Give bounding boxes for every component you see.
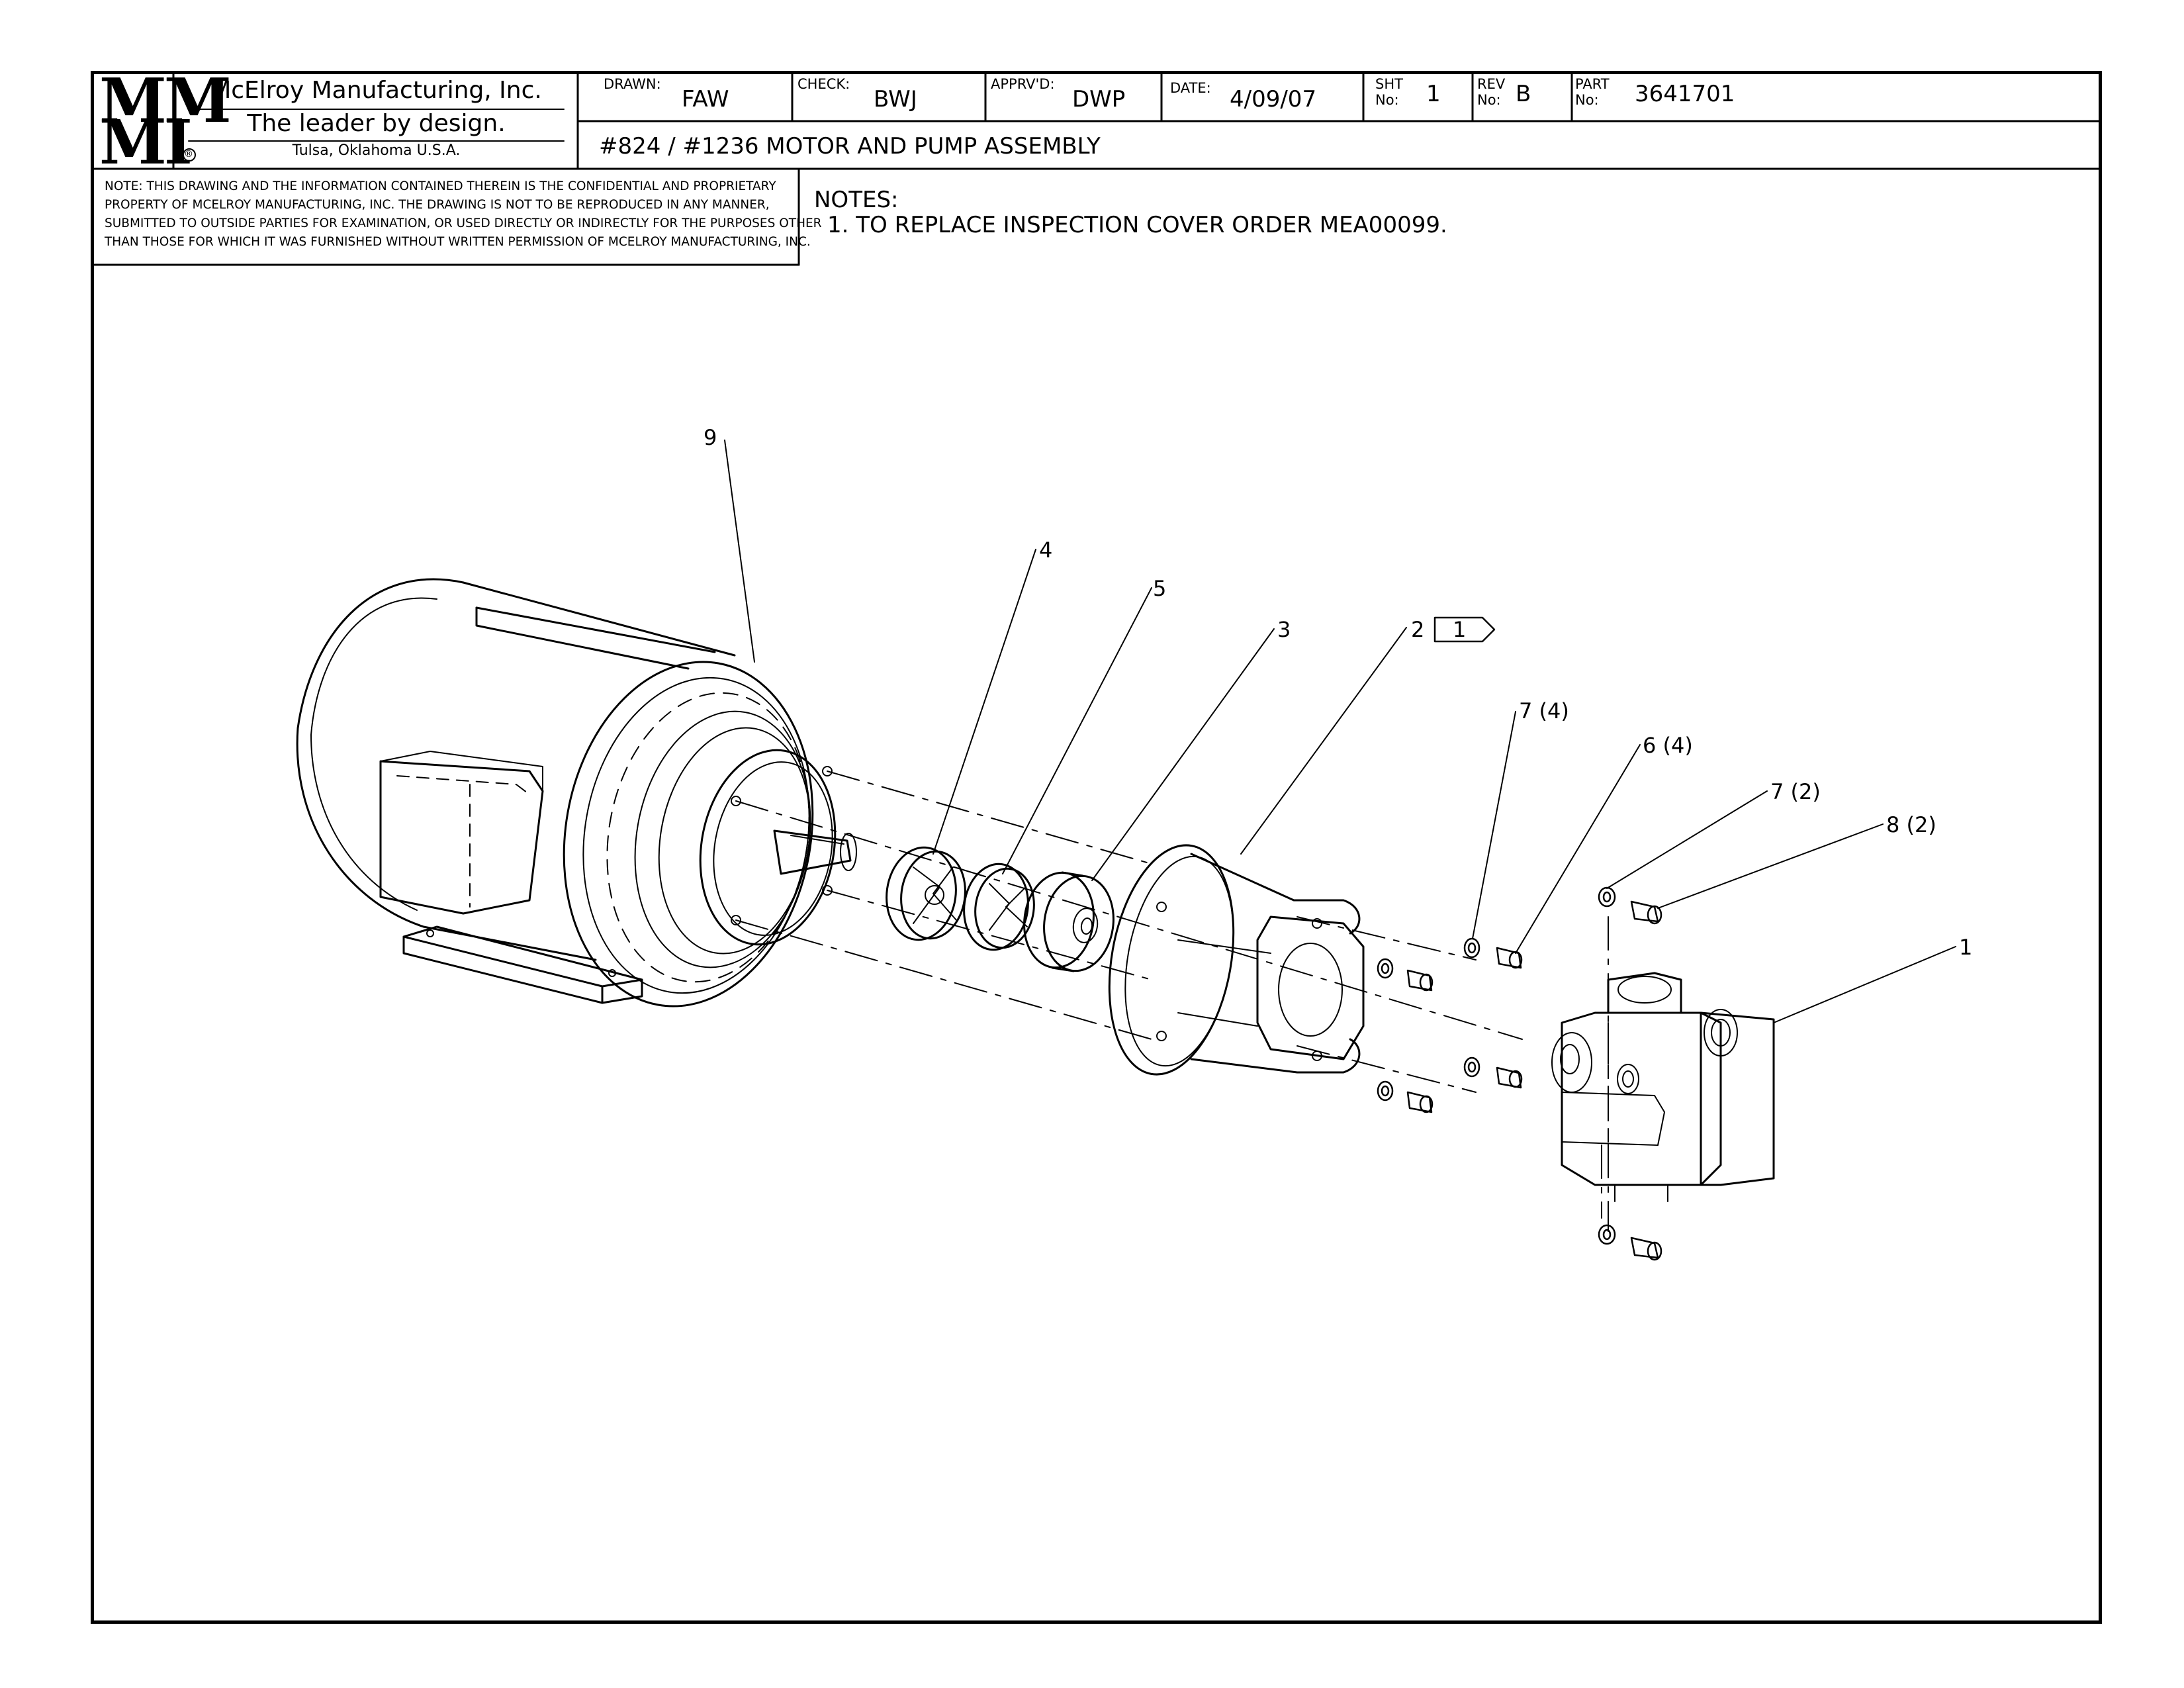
- part-label-bottom: No:: [1575, 92, 1599, 108]
- title-block-grid: [91, 71, 2102, 266]
- company-location: Tulsa, Oklahoma U.S.A.: [292, 142, 461, 159]
- company-name: McElroy Manufacturing, Inc.: [210, 77, 542, 104]
- confidential-line-2: PROPERTY OF McElroy Manufacturing, Inc. …: [105, 198, 770, 212]
- sheet-label-bottom: No:: [1375, 92, 1399, 108]
- center-lines: [735, 771, 1609, 1232]
- coupling-hub-item-3: [1023, 871, 1115, 972]
- screws-washers-items-6-7: [1377, 937, 1523, 1113]
- notes-heading: NOTES:: [814, 187, 899, 213]
- callout-7-qty-4: 7 (4): [1519, 698, 1569, 724]
- callout-7-qty-2: 7 (2): [1770, 779, 1821, 804]
- note-item-1: 1. TO REPLACE INSPECTION COVER ORDER MEA…: [827, 212, 1447, 238]
- rev-value: B: [1516, 81, 1531, 107]
- gear-pump-item-1: [1551, 972, 1775, 1202]
- callout-9: 9: [704, 425, 717, 450]
- date-label: DATE:: [1170, 80, 1211, 96]
- callout-4: 4: [1039, 538, 1053, 563]
- callout-1: 1: [1959, 935, 1973, 960]
- check-value: BWJ: [874, 86, 917, 113]
- rev-label-top: REV: [1477, 76, 1506, 92]
- drawing-border: [91, 71, 2102, 1624]
- confidential-line-1: NOTE: THIS DRAWING AND THE INFORMATION C…: [105, 179, 776, 193]
- callout-3: 3: [1277, 617, 1291, 642]
- company-tagline: The leader by design.: [247, 110, 506, 137]
- confidential-line-3: SUBMITTED TO OUTSIDE PARTIES FOR EXAMINA…: [105, 216, 822, 230]
- check-label: CHECK:: [797, 76, 850, 92]
- motor-item-9: [296, 578, 857, 1008]
- drawing-title: #824 / #1236 MOTOR AND PUMP ASSEMBLY: [599, 133, 1101, 160]
- note-flag: [1433, 616, 1496, 643]
- date-value: 4/09/07: [1230, 86, 1317, 113]
- registered-mark-circle: [183, 148, 196, 162]
- part-number: 3641701: [1635, 81, 1735, 107]
- company-logo-top: MM: [99, 65, 232, 136]
- company-logo-bottom: MI: [99, 107, 193, 178]
- bell-housing-item-2: [1108, 844, 1365, 1076]
- sheet-label-top: SHT: [1375, 76, 1403, 92]
- registered-mark: ®: [184, 149, 193, 160]
- leader-lines: [724, 440, 1956, 1023]
- callout-6-qty-4: 6 (4): [1643, 733, 1693, 758]
- sheet-value: 1: [1426, 81, 1441, 107]
- callout-2: 2: [1411, 617, 1425, 642]
- callout-2-note-flag: 1: [1453, 617, 1467, 642]
- rev-label-bottom: No:: [1477, 92, 1501, 108]
- spider-insert-item-5: [963, 863, 1035, 951]
- apprvd-label: APPRV'D:: [991, 76, 1055, 92]
- part-label-top: PART: [1575, 76, 1610, 92]
- confidential-line-4: THAN THOSE FOR WHICH IT WAS FURNISHED WI…: [105, 235, 811, 249]
- callout-8-qty-2: 8 (2): [1886, 812, 1936, 837]
- callout-5: 5: [1153, 576, 1167, 601]
- drawn-label: DRAWN:: [604, 76, 661, 92]
- drawn-value: FAW: [682, 86, 729, 113]
- apprvd-value: DWP: [1072, 86, 1126, 113]
- pump-screws-items-7-8: [1598, 886, 1662, 1261]
